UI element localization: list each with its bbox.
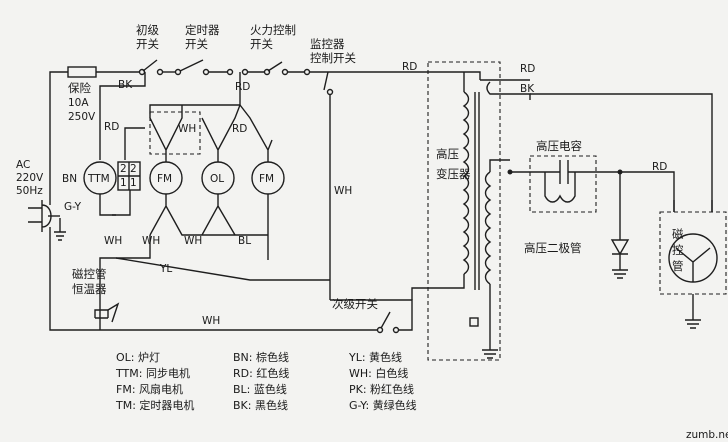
wire-bn-label: BN [62, 173, 77, 185]
fm1-label: FM [157, 173, 172, 185]
legend-mid-item: RD: 红色线 [233, 366, 289, 380]
diode-label: 高压二极管 [524, 241, 582, 255]
capacitor-label: 高压电容 [536, 139, 582, 153]
legend-right-item: WH: 白色线 [349, 366, 408, 380]
secondary-switch-label: 次级开关 [332, 297, 378, 311]
hv-diode [610, 172, 630, 279]
legend-left-item: TM: 定时器电机 [115, 398, 194, 412]
thermostat-label: 磁控管恒温器 [72, 267, 107, 296]
primary-switch-label: 初级开关 [136, 23, 159, 51]
fuse-name-label: 保险 [68, 81, 91, 95]
ttm-label: TTM [87, 173, 110, 185]
wire-bk-label: BK [118, 79, 133, 91]
legend-right-item: PK: 粉红色线 [349, 382, 414, 396]
legend-left-item: TTM: 同步电机 [115, 366, 190, 380]
legend-right-item: G-Y: 黄绿色线 [349, 398, 417, 412]
hv-capacitor [507, 155, 623, 213]
power-plug [28, 186, 100, 331]
transformer [411, 61, 531, 361]
wire-rd-cap-label: RD [652, 161, 667, 173]
wire-wh-relay-label: WH [178, 123, 196, 135]
terminal-bottom-label: 1 1 [120, 177, 137, 189]
legend-left-item: FM: 风扇电机 [116, 382, 183, 396]
wire-bl-label: BL [238, 235, 251, 247]
timer-switch-label: 定时器开关 [185, 23, 220, 51]
ground-gy-label: G-Y [64, 201, 82, 213]
magnetron [530, 93, 727, 329]
watermark: zumb.net [686, 429, 728, 441]
legend-right-item: YL: 黄色线 [348, 350, 402, 364]
lower-wiring [94, 257, 413, 334]
main-top-wire [49, 59, 481, 300]
relay-box [149, 111, 201, 155]
monitor-switch-label: 监控器控制开关 [310, 37, 356, 65]
legend-mid-item: BN: 棕色线 [233, 350, 289, 364]
legend-mid-item: BL: 蓝色线 [233, 382, 287, 396]
motor-section [83, 72, 285, 330]
capacitor-box [529, 155, 597, 213]
magnetron-label: 磁控管 [672, 227, 684, 273]
wire-yl-label: YL [159, 263, 172, 275]
wire-rd-trans-label: RD [402, 61, 417, 73]
wire-wh-bottom-label: WH [202, 315, 220, 327]
wire-bk-mag-label: BK [520, 83, 535, 95]
wire-wh-left-label: WH [104, 235, 122, 247]
wire-wh-ol-label: WH [184, 235, 202, 247]
legend-mid-item: BK: 黑色线 [233, 398, 288, 412]
wire-rd-top-label: RD [235, 81, 250, 93]
power-switch-label: 火力控制开关 [250, 23, 296, 51]
fuse-symbol [67, 66, 97, 78]
wire-wh-right-label: WH [334, 185, 352, 197]
fm2-label: FM [259, 173, 274, 185]
transformer-label: 高压变压器 [436, 147, 471, 181]
wire-rd-left-label: RD [104, 121, 119, 133]
wire-rd-mag-label: RD [520, 63, 535, 75]
wire-rd-mid-label: RD [232, 123, 247, 135]
legend-left-item: OL: 炉灯 [116, 351, 160, 364]
terminal-top-label: 2 2 [120, 163, 137, 175]
magnetron-box [659, 211, 727, 295]
ol-label: OL [210, 173, 224, 185]
wire-wh-fm-label: WH [142, 235, 160, 247]
transformer-box [427, 61, 501, 361]
